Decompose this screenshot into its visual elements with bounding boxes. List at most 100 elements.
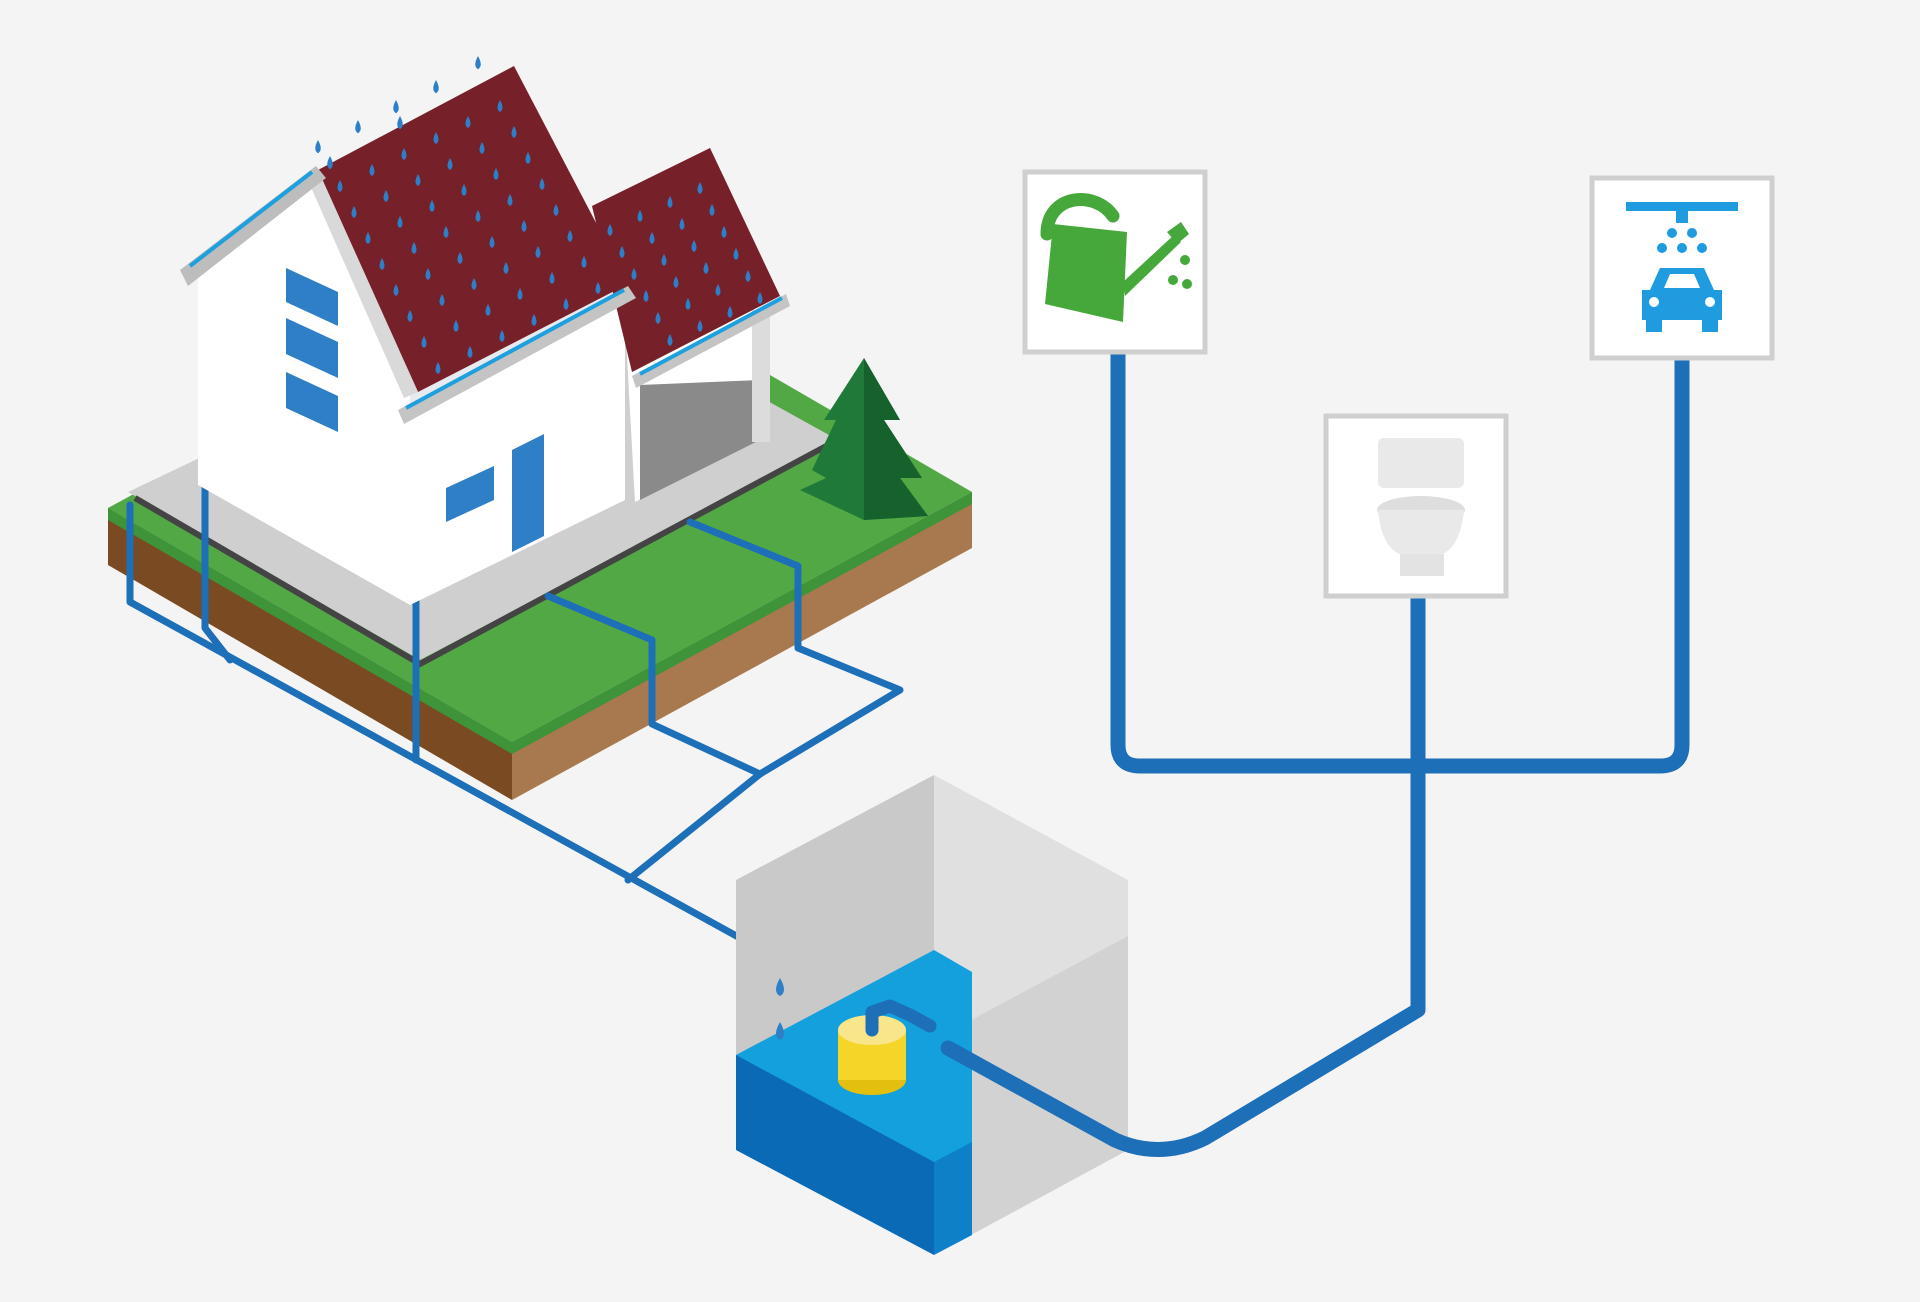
roof-drop-39 — [517, 288, 523, 300]
sky-raindrops — [315, 55, 481, 170]
tree — [800, 358, 928, 520]
can-spout — [1123, 234, 1181, 296]
wing-drop-58 — [691, 240, 697, 252]
roof-drop-5 — [497, 100, 503, 112]
wing-drop-55 — [709, 204, 715, 216]
roof-drop-6 — [351, 206, 357, 218]
window-upper — [286, 268, 338, 326]
grass-edge-right — [512, 492, 972, 754]
window-lower — [286, 372, 338, 432]
wing-drop-52 — [619, 246, 625, 258]
toilet-base — [1400, 554, 1444, 576]
toilet-bowl — [1378, 510, 1464, 556]
roof-drop-47 — [595, 282, 601, 294]
roof-raindrops — [337, 100, 763, 374]
tank-water-front — [934, 1142, 972, 1255]
car-body — [1642, 268, 1722, 320]
sky-drop-5 — [327, 156, 333, 170]
inlet-drop-2 — [776, 1022, 784, 1040]
roof-drop-21 — [475, 210, 481, 222]
spray-drop-1 — [1667, 228, 1677, 238]
collector-pipe — [126, 501, 784, 964]
sky-drop-3 — [433, 80, 439, 94]
roof-drop-26 — [457, 252, 463, 264]
roof-drop-17 — [525, 152, 531, 164]
car-light-right — [1705, 297, 1715, 307]
car-wheel-right — [1702, 318, 1718, 332]
porch-floor — [640, 380, 760, 500]
roof-drop-11 — [511, 126, 517, 138]
wing-drop-66 — [715, 284, 721, 296]
supply-main — [940, 758, 1426, 1157]
roof-drop-42 — [435, 362, 441, 374]
roof-drop-29 — [553, 204, 559, 216]
toilet-icon — [1377, 438, 1465, 576]
roof-drop-9 — [447, 158, 453, 170]
wash-bar — [1626, 202, 1738, 211]
distribution-pipes — [940, 342, 1690, 1157]
wing-drop-68 — [667, 334, 673, 346]
spray-drop-4 — [1677, 243, 1687, 253]
wash-nozzle — [1676, 211, 1688, 223]
supply-header — [1110, 342, 1690, 774]
sky-drop-2 — [393, 100, 399, 114]
can-rose — [1167, 222, 1189, 244]
porch-post — [752, 310, 770, 442]
roof-drop-14 — [429, 200, 435, 212]
gutter-front-water — [405, 288, 625, 410]
front-window — [446, 466, 494, 522]
wing-drop-71 — [757, 292, 763, 304]
pump-outlet — [865, 999, 937, 1037]
gutter-wing-water — [639, 296, 783, 376]
soil-left-face — [108, 508, 512, 800]
wing-drop-50 — [667, 196, 673, 208]
roof-drop-22 — [507, 194, 513, 206]
tree-shadow-side — [864, 358, 928, 520]
watering-can-icon — [1040, 193, 1192, 322]
roof-drop-31 — [439, 294, 445, 306]
tank-water-left — [736, 1055, 934, 1255]
sky-drop-6 — [397, 116, 403, 130]
spray-drop-3 — [1657, 243, 1667, 253]
wing-drop-69 — [697, 320, 703, 332]
roof-drop-25 — [425, 268, 431, 280]
wing-drop-51 — [697, 182, 703, 194]
wing-drop-59 — [721, 226, 727, 238]
roof-drop-40 — [549, 272, 555, 284]
car-windshield — [1664, 274, 1700, 288]
roof-drop-27 — [489, 236, 495, 248]
can-drop-2 — [1168, 275, 1178, 285]
roof-drop-7 — [383, 190, 389, 202]
roof-drop-16 — [493, 168, 499, 180]
wing-drop-48 — [607, 224, 613, 236]
drain-pipe-b — [686, 518, 904, 778]
carwash-use-box — [1589, 175, 1775, 361]
sky-drop-1 — [355, 120, 361, 134]
roof-drop-28 — [521, 220, 527, 232]
roof-drop-36 — [421, 336, 427, 348]
roof-drop-32 — [471, 278, 477, 290]
roof-drop-46 — [563, 298, 569, 310]
sky-drop-4 — [475, 55, 481, 70]
roof-drop-24 — [393, 284, 399, 296]
wing-drop-63 — [733, 248, 739, 260]
toilet-tank — [1378, 438, 1464, 488]
wing-drop-57 — [661, 254, 667, 266]
roof-drop-1 — [369, 164, 375, 176]
gutter-wing — [632, 294, 790, 388]
toilet-use-box — [1323, 413, 1509, 599]
drain-channel — [133, 441, 832, 668]
roof-drop-33 — [503, 262, 509, 274]
gutter-front — [398, 286, 636, 424]
wing-drop-61 — [673, 276, 679, 288]
roof-drop-2 — [401, 148, 407, 160]
roof-main — [318, 66, 628, 392]
roof-drop-8 — [415, 174, 421, 186]
roof-drop-12 — [365, 232, 371, 244]
car-wash-icon — [1626, 202, 1738, 332]
inlet-drop-1 — [776, 978, 784, 996]
wing-drop-56 — [631, 268, 637, 280]
roof-wing — [592, 148, 780, 372]
roof-drop-35 — [567, 230, 573, 242]
